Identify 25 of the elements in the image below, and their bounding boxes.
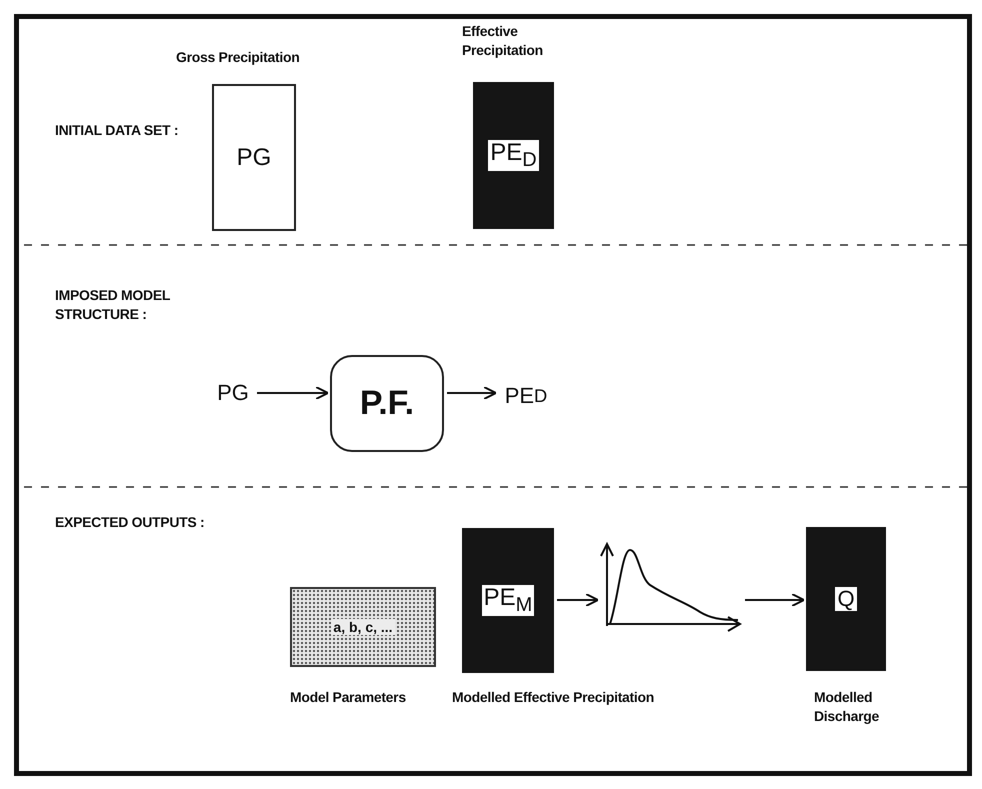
hydrograph-drawing bbox=[600, 540, 742, 630]
variable-label: PE$_{D}$ bbox=[488, 140, 539, 171]
variable-label: Q bbox=[835, 587, 857, 611]
data-box bbox=[212, 84, 296, 231]
process-box: P.F. bbox=[330, 355, 444, 452]
section-heading: IMPOSED MODEL STRUCTURE : bbox=[55, 286, 171, 324]
variable-label: PG bbox=[236, 144, 272, 172]
variable-label: PE$_{M}$ bbox=[482, 585, 534, 616]
arrow bbox=[745, 593, 805, 607]
data-block bbox=[462, 528, 554, 673]
arrow bbox=[257, 386, 329, 400]
section-heading: INITIAL DATA SET : bbox=[55, 121, 180, 140]
node-label: Effective Precipitation bbox=[462, 22, 544, 60]
node-label: Modelled Effective Precipitation bbox=[452, 688, 655, 707]
data-block bbox=[473, 82, 554, 229]
node-label: Modelled Discharge bbox=[814, 688, 880, 726]
arrow bbox=[557, 593, 599, 607]
node-label: Model Parameters bbox=[290, 688, 407, 707]
data-block bbox=[806, 527, 886, 671]
section-heading: EXPECTED OUTPUTS : bbox=[55, 513, 206, 532]
parameter-box bbox=[290, 587, 436, 667]
arrow bbox=[447, 386, 497, 400]
node-label: Gross Precipitation bbox=[176, 48, 300, 67]
variable-label: PG bbox=[212, 378, 254, 408]
parameter-list: a, b, c, ... bbox=[331, 619, 395, 635]
